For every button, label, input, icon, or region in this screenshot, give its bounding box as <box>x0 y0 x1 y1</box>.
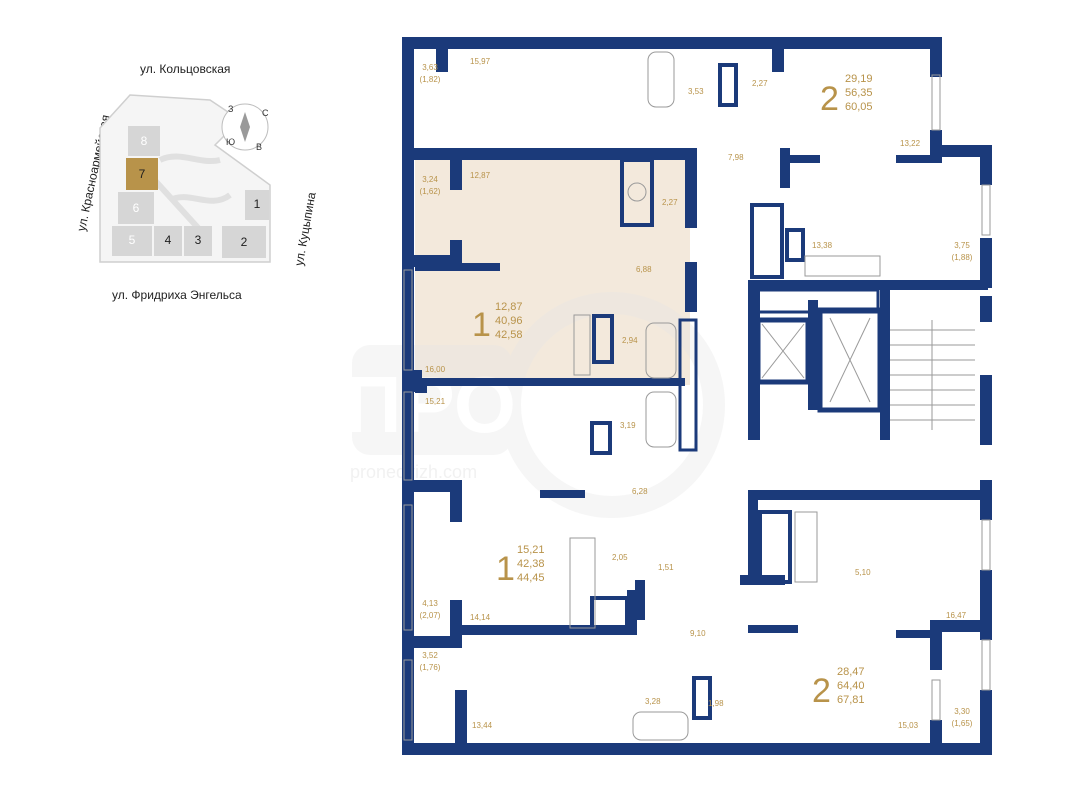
block-label: 4 <box>165 233 172 247</box>
block-label: 3 <box>195 233 202 247</box>
balcony-area: 4,13 <box>422 599 438 608</box>
balcony-half-area: (1,76) <box>420 663 441 672</box>
room-area-labels: 15,97 3,53 2,27 13,22 7,98 12,87 2,27 6,… <box>425 57 967 730</box>
balcony-half-area: (1,88) <box>952 253 973 262</box>
room-area: 2,27 <box>662 198 678 207</box>
room-area: 13,22 <box>900 139 921 148</box>
apartment-area-with-balcony: 60,05 <box>845 101 873 113</box>
block-label-selected: 7 <box>139 167 146 181</box>
room-area: 5,10 <box>855 568 871 577</box>
room-area: 3,19 <box>620 421 636 430</box>
room-area: 15,03 <box>898 721 919 730</box>
room-area: 3,53 <box>688 87 704 96</box>
block-label: 8 <box>141 134 148 148</box>
compass-w: З <box>228 104 233 114</box>
apartment-area-with-balcony: 42,58 <box>495 329 523 341</box>
apartment-living-area: 15,21 <box>517 544 545 556</box>
balcony-labels: 3,63 (1,82) 3,24 (1,62) 3,75 (1,88) 4,13… <box>420 63 973 728</box>
apartment-area-with-balcony: 67,81 <box>837 694 865 706</box>
apartment-rooms: 1 <box>496 550 515 588</box>
apartment-area-with-balcony: 44,45 <box>517 572 545 584</box>
apartment-living-area: 29,19 <box>845 73 873 85</box>
inner-walls <box>415 63 988 720</box>
room-area: 6,28 <box>632 487 648 496</box>
compass-e: В <box>256 142 262 152</box>
room-area: 2,94 <box>622 336 638 345</box>
apartment-rooms: 2 <box>812 672 831 710</box>
room-area: 12,87 <box>470 171 491 180</box>
apartment-label[interactable]: 2 29,19 56,35 60,05 <box>820 73 873 118</box>
room-area: 3,28 <box>645 697 661 706</box>
apartment-total-area: 42,38 <box>517 558 545 570</box>
fixtures <box>569 51 881 741</box>
watermark: ПРО pronedvizh.com <box>344 292 725 518</box>
block-5[interactable] <box>112 226 152 256</box>
block-3[interactable] <box>184 226 212 256</box>
apartment-rooms: 1 <box>472 306 491 344</box>
block-2[interactable] <box>222 226 266 258</box>
balcony-half-area: (1,65) <box>952 719 973 728</box>
room-area: 13,44 <box>472 721 493 730</box>
room-area: 15,97 <box>470 57 491 66</box>
room-area: 6,88 <box>636 265 652 274</box>
apartment-living-area: 12,87 <box>495 301 523 313</box>
apartment-living-area: 28,47 <box>837 666 865 678</box>
keymap-svg: 8 7 6 5 4 3 2 1 С Ю В З <box>99 94 271 263</box>
compass-n: С <box>262 108 269 118</box>
balcony-area: 3,52 <box>422 651 438 660</box>
site-paths <box>147 153 232 233</box>
block-label: 1 <box>254 197 261 211</box>
street-north-label: ул. Кольцовская <box>140 62 231 76</box>
block-7[interactable] <box>126 158 158 190</box>
outer-walls <box>402 37 992 755</box>
room-area: 16,00 <box>425 365 446 374</box>
compass-s: Ю <box>226 137 235 147</box>
apartment-label[interactable]: 1 12,87 40,96 42,58 <box>472 301 523 344</box>
stairs <box>761 317 975 430</box>
room-area: 16,47 <box>946 611 967 620</box>
block-6[interactable] <box>118 192 154 224</box>
room-area: 7,98 <box>728 153 744 162</box>
apartment-total-area: 40,96 <box>495 315 523 327</box>
block-label: 5 <box>129 233 136 247</box>
balcony-area: 3,30 <box>954 707 970 716</box>
room-area: 15,21 <box>425 397 446 406</box>
balcony-area: 3,24 <box>422 175 438 184</box>
balcony-area: 3,63 <box>422 63 438 72</box>
apartment-rooms: 2 <box>820 80 839 118</box>
block-label: 2 <box>241 235 248 249</box>
room-area: 2,27 <box>752 79 768 88</box>
apartment-label[interactable]: 2 28,47 64,40 67,81 <box>812 666 865 710</box>
room-area: 1,51 <box>658 563 674 572</box>
watermark-logo: ПРО <box>344 360 516 449</box>
block-label: 6 <box>133 201 140 215</box>
apartment-total-area: 56,35 <box>845 87 873 99</box>
room-area: 1,98 <box>708 699 724 708</box>
balcony-half-area: (1,82) <box>420 75 441 84</box>
room-area: 9,10 <box>690 629 706 638</box>
room-area: 2,05 <box>612 553 628 562</box>
balcony-half-area: (2,07) <box>420 611 441 620</box>
windows <box>403 74 991 741</box>
room-area: 13,38 <box>812 241 833 250</box>
block-1[interactable] <box>245 190 269 220</box>
apartment-label[interactable]: 1 15,21 42,38 44,45 <box>496 544 545 588</box>
block-4[interactable] <box>154 226 182 256</box>
room-area: 14,14 <box>470 613 491 622</box>
balcony-area: 3,75 <box>954 241 970 250</box>
balcony-half-area: (1,62) <box>420 187 441 196</box>
block-8[interactable] <box>128 126 160 156</box>
compass-icon: С Ю В З <box>221 103 269 152</box>
apartment-total-area: 64,40 <box>837 680 865 692</box>
street-south-label: ул. Фридриха Энгельса <box>112 288 242 302</box>
